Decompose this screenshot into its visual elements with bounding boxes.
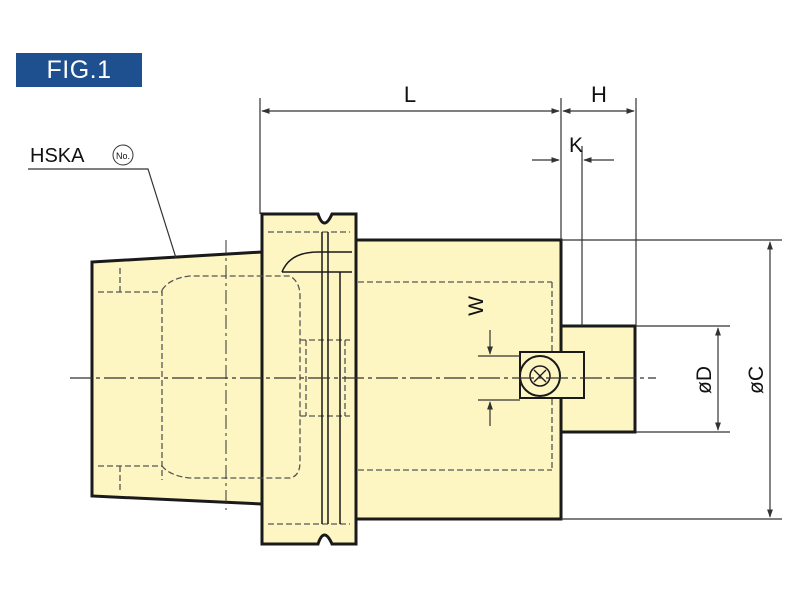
hidden-lines [98,231,553,525]
dimension-lines [259,98,782,520]
number-badge: No. [116,151,130,161]
figure-label: FIG.1 [16,53,142,87]
dim-label-w: W [465,296,488,316]
dim-label-d: øD [693,366,716,394]
dim-label-h: H [591,82,607,107]
number-badge-circle [112,144,134,166]
callout-label: HSKA [30,145,85,167]
dim-label-c: øC [745,366,768,394]
callout-leader [28,168,177,259]
dim-label-l: L [404,82,416,107]
flange [260,212,358,546]
drive-key [519,351,585,399]
dim-label-k: K [569,134,583,157]
